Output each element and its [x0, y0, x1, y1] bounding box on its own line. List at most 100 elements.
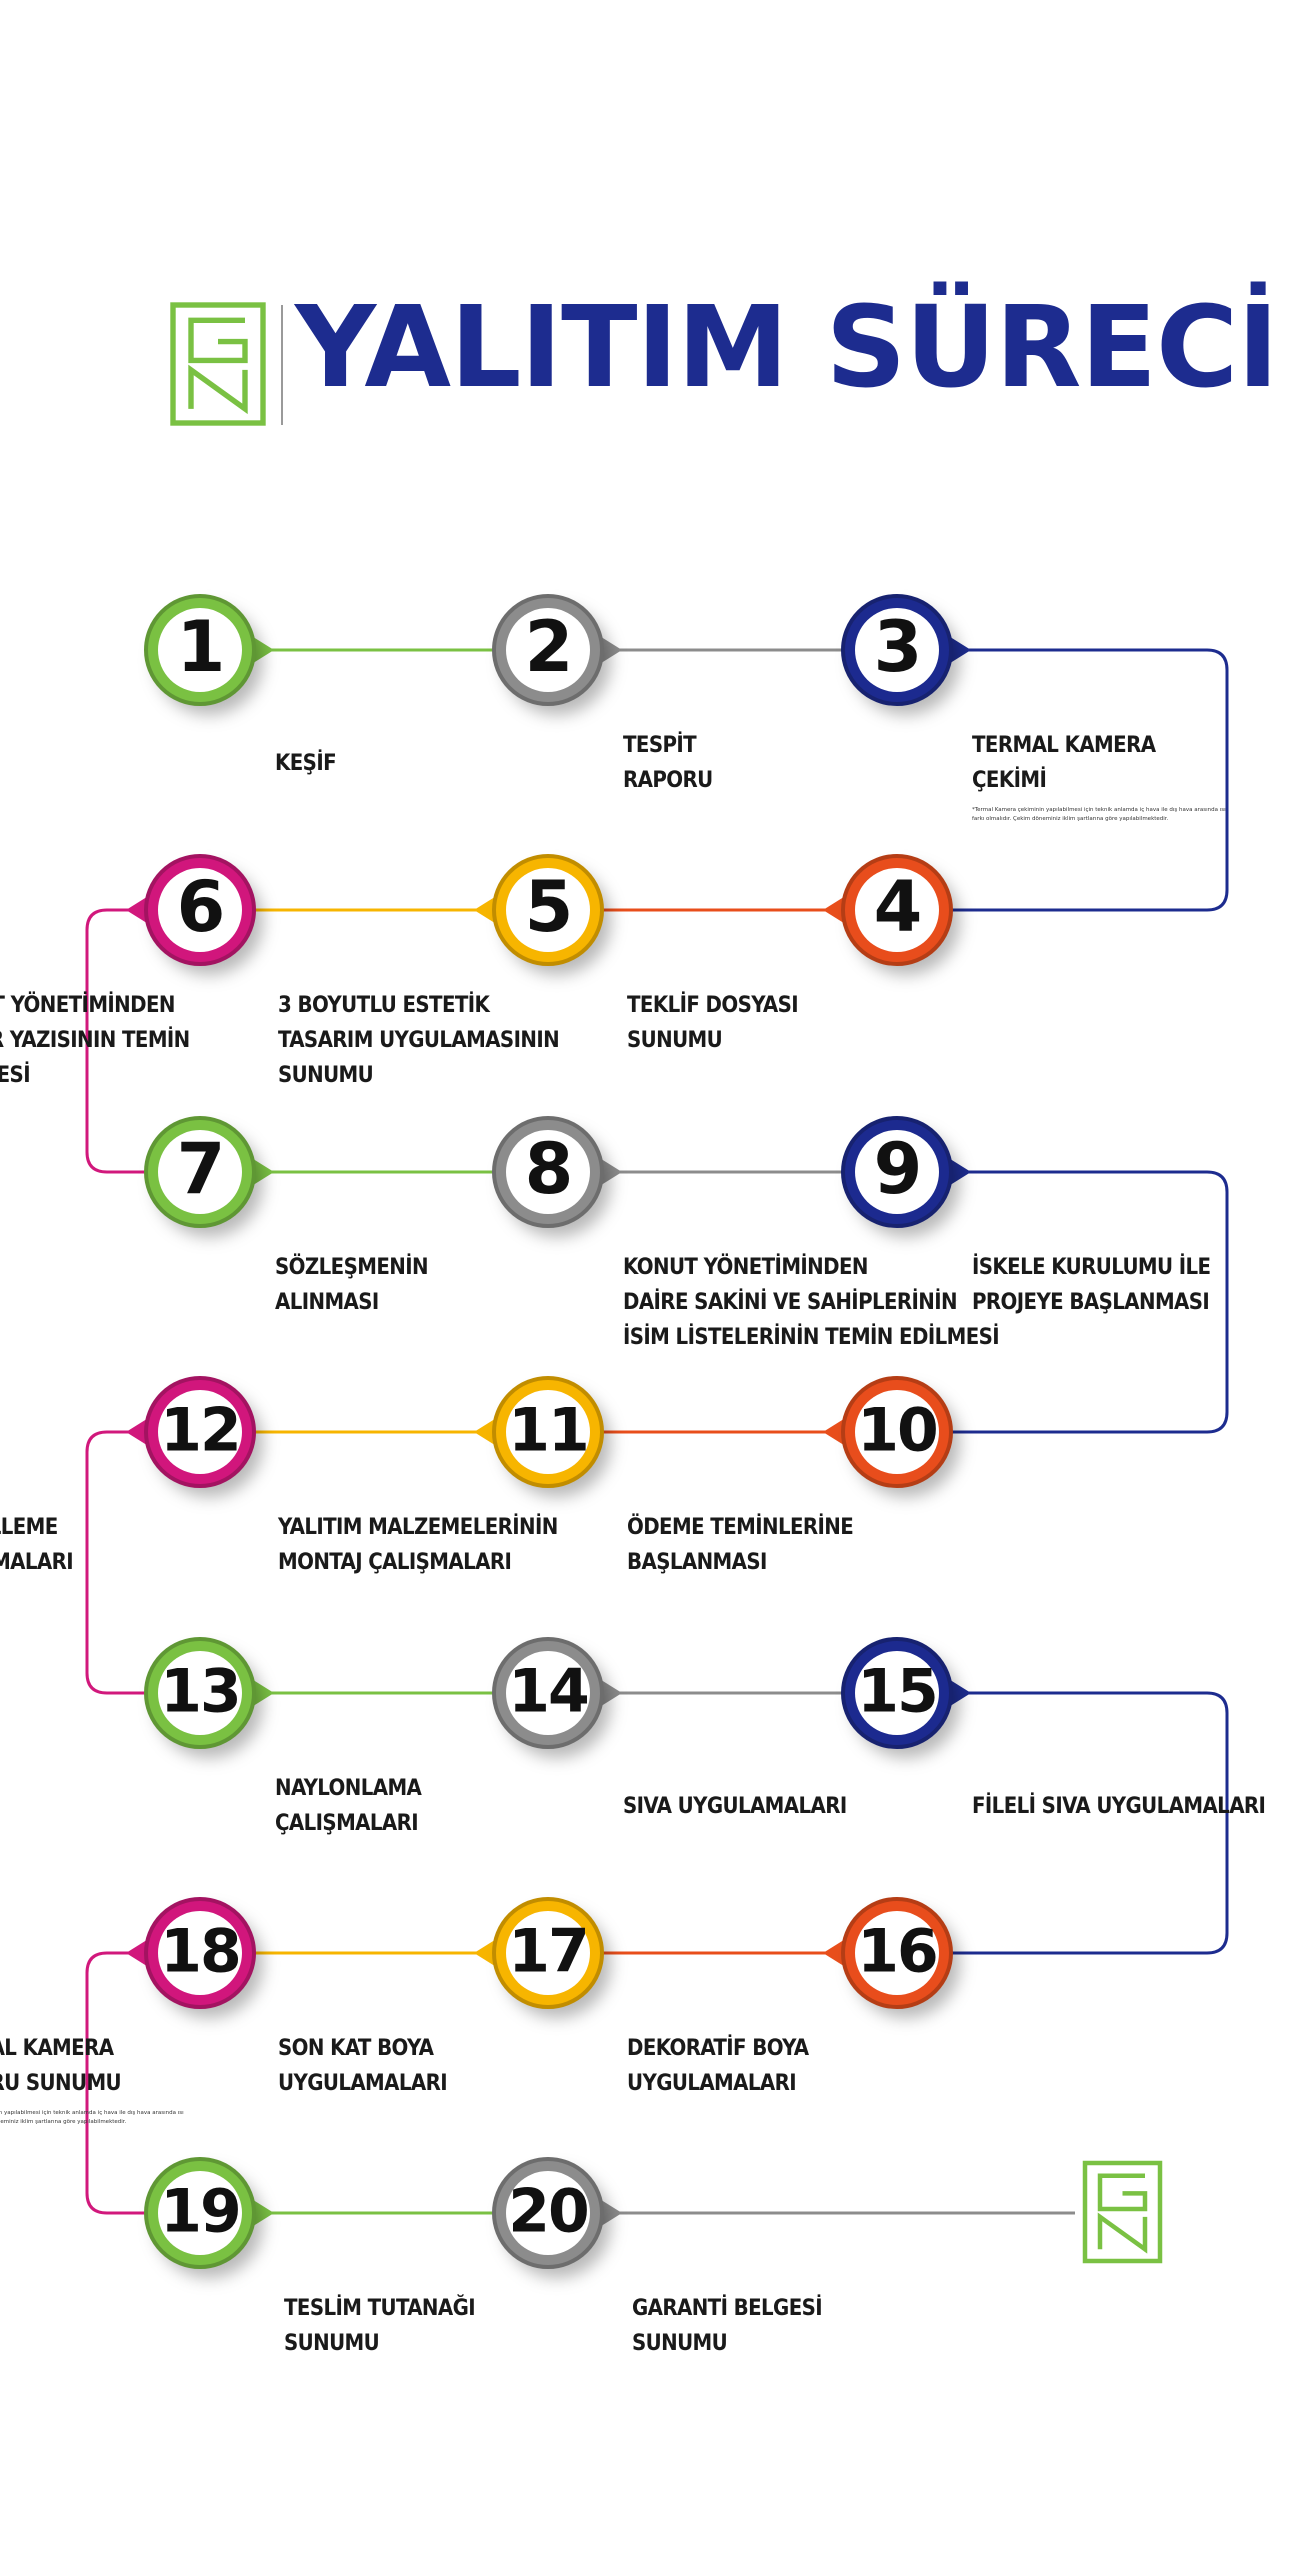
step-ring-edge — [144, 1376, 256, 1488]
step-label: TERMAL KAMERA ÇEKİMİ — [972, 733, 1156, 794]
step-number: 12 — [160, 1396, 240, 1466]
step-node: 1 — [144, 594, 274, 706]
step-label: YALITIM MALZEMELERİNİN MONTAJ ÇALIŞMALAR… — [278, 1515, 558, 1576]
step-number: 5 — [525, 866, 572, 948]
step-number: 16 — [857, 1917, 937, 1987]
step-label: KONUT YÖNETİMİNDEN DAİRE SAKİNİ VE SAHİP… — [623, 1255, 1000, 1351]
step-number: 20 — [508, 2177, 588, 2247]
connector-line — [85, 908, 200, 1174]
step-disc — [158, 2171, 242, 2255]
step-node: 10 — [823, 1376, 953, 1488]
step-label: KONUT YÖNETİMİNDEN KARAR YAZISININ TEMİN… — [0, 993, 190, 1089]
step-number: 3 — [874, 606, 921, 688]
step-disc — [855, 1911, 939, 1995]
step-disc — [506, 608, 590, 692]
step-node: 12 — [126, 1376, 256, 1488]
connector-line — [897, 1691, 1229, 1955]
step-disc — [506, 1651, 590, 1735]
logo-letter-g — [1097, 2173, 1148, 2212]
step-disc — [855, 868, 939, 952]
step-number: 6 — [177, 866, 224, 948]
connector-line — [897, 1170, 1229, 1434]
step-ring-edge — [492, 594, 604, 706]
step-ring-edge — [144, 1897, 256, 2009]
gn-logo-icon — [170, 302, 266, 426]
gn-logo-icon — [1082, 2160, 1163, 2264]
step-label: TEKLİF DOSYASI SUNUMU — [627, 993, 799, 1054]
step-disc — [158, 1390, 242, 1474]
step-node: 19 — [144, 2157, 274, 2269]
step-number: 14 — [508, 1657, 588, 1727]
step-node: 7 — [144, 1116, 274, 1228]
step-number: 8 — [525, 1128, 572, 1210]
step-label: SÖZLEŞMENİN ALINMASI — [275, 1255, 429, 1316]
step-ring-edge — [144, 594, 256, 706]
step-ring-edge — [144, 1116, 256, 1228]
logo-frame — [170, 302, 266, 426]
step-ring-edge — [492, 1897, 604, 2009]
logo-letter-n — [1097, 2212, 1148, 2254]
step-node: 5 — [474, 854, 604, 966]
step-number: 13 — [160, 1657, 240, 1727]
step-disc — [158, 1911, 242, 1995]
step-number: 4 — [874, 866, 921, 948]
step-number: 15 — [857, 1657, 937, 1727]
step-number: 18 — [160, 1917, 240, 1987]
step-footnote: *Termal Kamera çekiminin yapılabilmesi i… — [0, 2110, 184, 2125]
step-node: 20 — [492, 2157, 622, 2269]
step-label: GARANTİ BELGESİ SUNUMU — [632, 2296, 823, 2357]
connector-line — [897, 648, 1229, 912]
step-label: İSKELE KURULUMU İLE PROJEYE BAŞLANMASI — [972, 1255, 1211, 1316]
step-disc — [158, 608, 242, 692]
step-node: 8 — [492, 1116, 622, 1228]
step-node: 4 — [823, 854, 953, 966]
logo-frame — [1082, 2160, 1163, 2264]
step-node: 16 — [823, 1897, 953, 2009]
step-ring-edge — [841, 594, 953, 706]
step-ring-edge — [144, 2157, 256, 2269]
step-disc — [506, 868, 590, 952]
step-disc — [855, 1651, 939, 1735]
step-disc — [506, 1911, 590, 1995]
step-label: TESLİM TUTANAĞI SUNUMU — [284, 2296, 476, 2357]
step-number: 2 — [525, 606, 572, 688]
step-number: 7 — [177, 1128, 224, 1210]
step-number: 9 — [874, 1128, 921, 1210]
page-title: YALITIM SÜRECİ — [295, 283, 1279, 413]
connector-lines — [85, 648, 1229, 2215]
step-label: KEŞİF — [275, 751, 337, 776]
step-node: 6 — [126, 854, 256, 966]
step-ring-edge — [841, 1897, 953, 2009]
step-node: 2 — [492, 594, 622, 706]
step-ring-edge — [841, 1637, 953, 1749]
step-number: 1 — [177, 606, 224, 688]
step-disc — [158, 868, 242, 952]
step-label: DEKORATİF BOYA UYGULAMALARI — [627, 2036, 809, 2097]
step-label: FİLELİ SIVA UYGULAMALARI — [972, 1794, 1266, 1819]
step-number: 19 — [160, 2177, 240, 2247]
step-node: 9 — [841, 1116, 971, 1228]
step-node: 15 — [841, 1637, 971, 1749]
step-ring-edge — [841, 854, 953, 966]
step-disc — [506, 1390, 590, 1474]
step-disc — [158, 1130, 242, 1214]
step-label: 3 BOYUTLU ESTETİK TASARIM UYGULAMASININ … — [278, 993, 560, 1089]
step-node: 11 — [474, 1376, 604, 1488]
step-node: 3 — [841, 594, 971, 706]
step-number: 17 — [508, 1917, 588, 1987]
step-node: 17 — [474, 1897, 604, 2009]
step-label: DÜBELLEME ÇALIŞMALARI — [0, 1515, 74, 1576]
step-label: ÖDEME TEMİNLERİNE BAŞLANMASI — [627, 1515, 854, 1576]
step-ring-edge — [492, 1376, 604, 1488]
step-disc — [506, 1130, 590, 1214]
step-disc — [158, 1651, 242, 1735]
step-disc — [855, 1130, 939, 1214]
connector-line — [85, 1430, 200, 1695]
step-ring-edge — [841, 1376, 953, 1488]
connector-line — [85, 1951, 200, 2215]
step-ring-edge — [144, 1637, 256, 1749]
step-ring-edge — [492, 1116, 604, 1228]
step-disc — [506, 2171, 590, 2255]
step-label: SON KAT BOYA UYGULAMALARI — [278, 2036, 448, 2097]
